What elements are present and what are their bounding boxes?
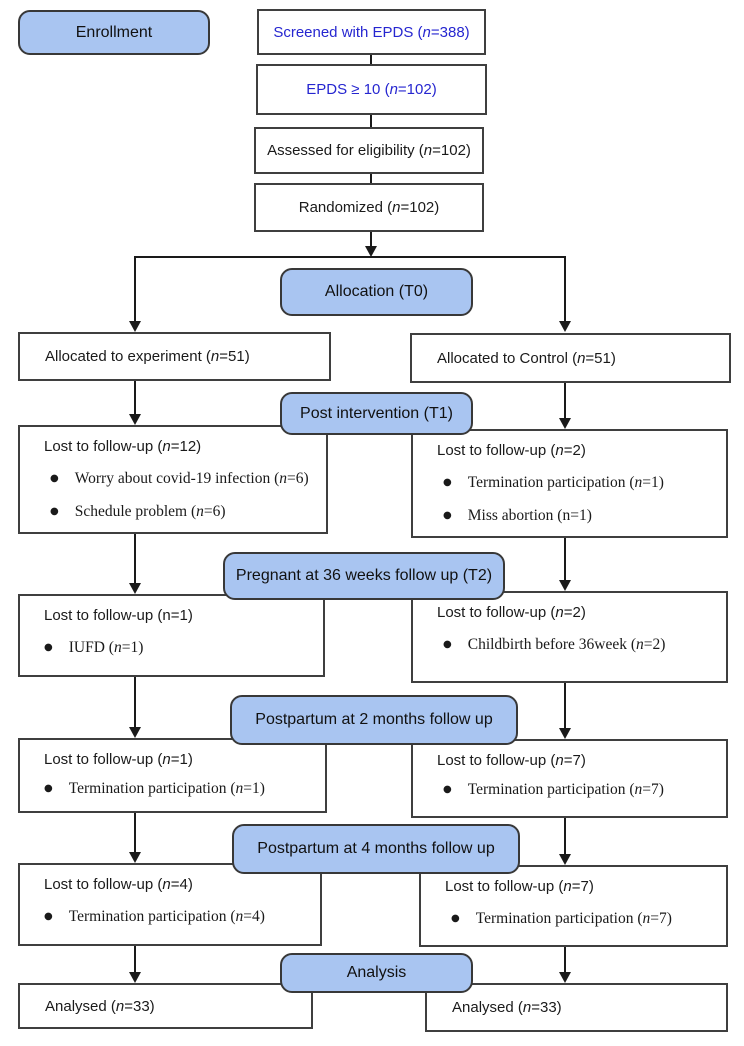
list-item: ● Termination participation (n=1)	[20, 780, 325, 798]
box-analysed-experiment: Analysed (n=33)	[18, 983, 313, 1029]
arrow-right-t1-line	[564, 383, 566, 418]
bullet-icon: ●	[443, 639, 452, 650]
arrow-right-4m-line	[564, 818, 566, 854]
bullet-text: Miss abortion (n=1)	[467, 507, 592, 524]
box-lost-2m-control: Lost to follow-up (n=7) ● Termination pa…	[411, 739, 728, 818]
arrow-right-t1-head	[559, 418, 571, 429]
bullet-text: Termination participation (n=4)	[68, 908, 265, 925]
arrow-right-t2-head	[559, 580, 571, 591]
arrow-left-t2-head	[129, 583, 141, 594]
arrow-left-t2-line	[134, 534, 136, 583]
arrow-split-left-line	[134, 256, 136, 321]
lost-title: Lost to follow-up (n=7)	[437, 752, 586, 769]
bullet-text: IUFD (n=1)	[68, 639, 144, 656]
connector-assessed-randomized	[370, 172, 372, 185]
bullet-text: Schedule problem (n=6)	[74, 503, 226, 520]
list-item: ● Miss abortion (n=1)	[413, 507, 726, 525]
lost-title: Lost to follow-up (n=2)	[437, 442, 586, 459]
bullet-icon: ●	[44, 783, 53, 794]
bullet-icon: ●	[44, 911, 53, 922]
arrow-right-2m-line	[564, 683, 566, 728]
band-allocation: Allocation (T0)	[280, 268, 473, 316]
lost-title: Lost to follow-up (n=1)	[44, 607, 193, 624]
bullet-icon: ●	[50, 473, 59, 484]
band-enrollment: Enrollment	[18, 10, 210, 55]
lost-title: Lost to follow-up (n=4)	[44, 876, 193, 893]
bullet-text: Worry about covid-19 infection (n=6)	[74, 470, 309, 487]
arrow-left-4m-line	[134, 813, 136, 852]
lost-title: Lost to follow-up (n=2)	[437, 604, 586, 621]
arrow-split-left-head	[129, 321, 141, 332]
bullet-text: Termination participation (n=1)	[467, 474, 664, 491]
split-horizontal-line	[134, 256, 566, 258]
arrow-right-4m-head	[559, 854, 571, 865]
arrow-left-analysis-line	[134, 946, 136, 972]
arrow-randomized-split-head	[365, 246, 377, 257]
arrow-split-right-line	[564, 256, 566, 321]
arrow-right-2m-head	[559, 728, 571, 739]
arrow-left-t1-head	[129, 414, 141, 425]
bullet-text: Termination participation (n=7)	[475, 910, 672, 927]
bullet-icon: ●	[443, 784, 452, 795]
list-item: ● Childbirth before 36week (n=2)	[413, 636, 726, 654]
box-lost-4m-control: Lost to follow-up (n=7) ● Termination pa…	[419, 865, 728, 947]
bullet-icon: ●	[443, 477, 452, 488]
lost-title: Lost to follow-up (n=7)	[445, 878, 594, 895]
arrow-right-analysis-head	[559, 972, 571, 983]
box-lost-t2-experiment: Lost to follow-up (n=1) ● IUFD (n=1)	[18, 594, 325, 677]
arrow-right-t2-line	[564, 538, 566, 580]
lost-title: Lost to follow-up (n=12)	[44, 438, 202, 455]
box-assessed: Assessed for eligibility (n=102)	[254, 127, 484, 174]
box-epds-cutoff: EPDS ≥ 10 (n=102)	[256, 64, 487, 115]
arrow-left-analysis-head	[129, 972, 141, 983]
arrow-split-right-head	[559, 321, 571, 332]
band-postpartum-4-months: Postpartum at 4 months follow up	[232, 824, 520, 874]
bullet-icon: ●	[443, 510, 452, 521]
arrow-right-analysis-line	[564, 947, 566, 972]
box-allocated-experiment: Allocated to experiment (n=51)	[18, 332, 331, 381]
band-post-intervention: Post intervention (T1)	[280, 392, 473, 435]
box-lost-t2-control: Lost to follow-up (n=2) ● Childbirth bef…	[411, 591, 728, 683]
bullet-icon: ●	[451, 913, 460, 924]
list-item: ● Termination participation (n=1)	[413, 474, 726, 492]
bullet-icon: ●	[44, 642, 53, 653]
bullet-text: Childbirth before 36week (n=2)	[467, 636, 666, 653]
band-pregnant-36-weeks: Pregnant at 36 weeks follow up (T2)	[223, 552, 505, 600]
box-allocated-control: Allocated to Control (n=51)	[410, 333, 731, 383]
bullet-icon: ●	[50, 506, 59, 517]
list-item: ● Schedule problem (n=6)	[20, 503, 326, 521]
arrow-left-2m-line	[134, 677, 136, 727]
arrow-left-t1-line	[134, 381, 136, 414]
lost-title: Lost to follow-up (n=1)	[44, 751, 193, 768]
arrow-left-2m-head	[129, 727, 141, 738]
box-randomized: Randomized (n=102)	[254, 183, 484, 232]
connector-epds-assessed	[370, 113, 372, 129]
arrow-left-4m-head	[129, 852, 141, 863]
box-lost-t1-control: Lost to follow-up (n=2) ● Termination pa…	[411, 429, 728, 538]
list-item: ● Termination participation (n=7)	[413, 781, 726, 799]
list-item: ● Worry about covid-19 infection (n=6)	[20, 470, 326, 488]
box-lost-2m-experiment: Lost to follow-up (n=1) ● Termination pa…	[18, 738, 327, 813]
bullet-text: Termination participation (n=1)	[68, 780, 265, 797]
arrow-randomized-split-line	[370, 230, 372, 246]
list-item: ● IUFD (n=1)	[20, 639, 323, 657]
connector-screened-epds	[370, 53, 372, 66]
box-lost-t1-experiment: Lost to follow-up (n=12) ● Worry about c…	[18, 425, 328, 534]
box-screened: Screened with EPDS (n=388)	[257, 9, 486, 55]
list-item: ● Termination participation (n=4)	[20, 908, 320, 926]
bullet-text: Termination participation (n=7)	[467, 781, 664, 798]
band-postpartum-2-months: Postpartum at 2 months follow up	[230, 695, 518, 745]
box-analysed-control: Analysed (n=33)	[425, 983, 728, 1032]
list-item: ● Termination participation (n=7)	[421, 910, 726, 928]
band-analysis: Analysis	[280, 953, 473, 993]
box-lost-4m-experiment: Lost to follow-up (n=4) ● Termination pa…	[18, 863, 322, 946]
